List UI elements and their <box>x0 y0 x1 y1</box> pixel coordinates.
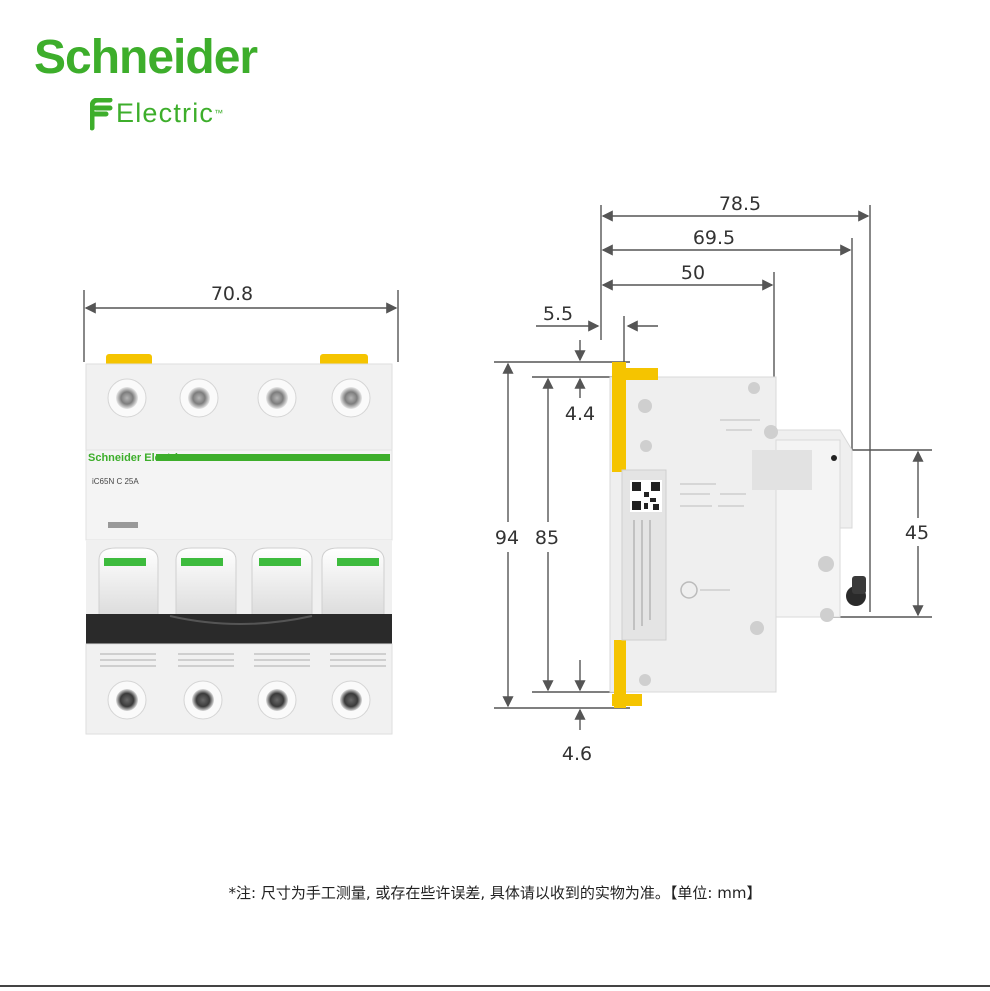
dim-label-94-bg <box>490 522 526 552</box>
side-clip-bottom <box>614 640 626 708</box>
bottom-terminal-screws <box>107 680 371 720</box>
dim-label-785: 78.5 <box>719 193 761 215</box>
dim-label-45: 45 <box>905 522 929 544</box>
side-rivets <box>638 382 834 686</box>
dim-label-85: 85 <box>535 527 559 549</box>
sticker-text-lines <box>633 520 651 630</box>
top-terminal-screws <box>107 378 371 418</box>
qr-code-icon <box>630 480 662 512</box>
toggle-handles <box>98 547 385 617</box>
dim-label-44: 4.4 <box>565 403 595 425</box>
side-clip-top-tab <box>626 368 658 380</box>
side-knob-stem <box>852 576 866 594</box>
din-clip-right <box>320 354 368 366</box>
dim-label-94: 94 <box>495 527 519 549</box>
indicator-window <box>108 522 138 528</box>
side-view: 78.5 69.5 50 5.5 94 85 4.4 4.6 <box>490 193 936 765</box>
footnote: *注: 尺寸为手工测量, 或存在些许误差, 具体请以收到的实物为准。【单位: m… <box>228 884 762 902</box>
ce-mark-icon <box>680 581 698 599</box>
dim-label-85-bg <box>530 522 566 552</box>
green-stripe <box>156 454 390 461</box>
dim-label-50: 50 <box>681 262 705 284</box>
front-width-label: 70.8 <box>211 283 253 305</box>
electric-logo-icon <box>90 98 113 131</box>
model-label: iC65N C 25A <box>92 477 139 486</box>
handle-tie-bar <box>86 614 392 644</box>
bottom-border <box>0 985 990 987</box>
dim-label-46: 4.6 <box>562 743 592 765</box>
logo-subtext: Electric™ <box>116 98 225 128</box>
tie-bar-curve <box>169 615 313 625</box>
schneider-electric-logo: Schneider Electric™ <box>34 28 284 131</box>
side-clip-bottom-tab <box>612 694 642 706</box>
dim-label-45-bg <box>902 518 936 546</box>
front-view: 70.8 Schneider Electric iC65N C 25A <box>83 283 399 735</box>
side-clip-top <box>612 362 626 472</box>
dim-label-55: 5.5 <box>543 303 573 325</box>
din-clip-left <box>106 354 152 366</box>
side-spec-text <box>680 419 760 591</box>
vent-lines <box>100 653 386 667</box>
side-window <box>752 450 812 490</box>
side-led-dot <box>831 455 837 461</box>
dim-label-695: 69.5 <box>693 227 735 249</box>
logo-wordmark: Schneider <box>34 31 258 84</box>
